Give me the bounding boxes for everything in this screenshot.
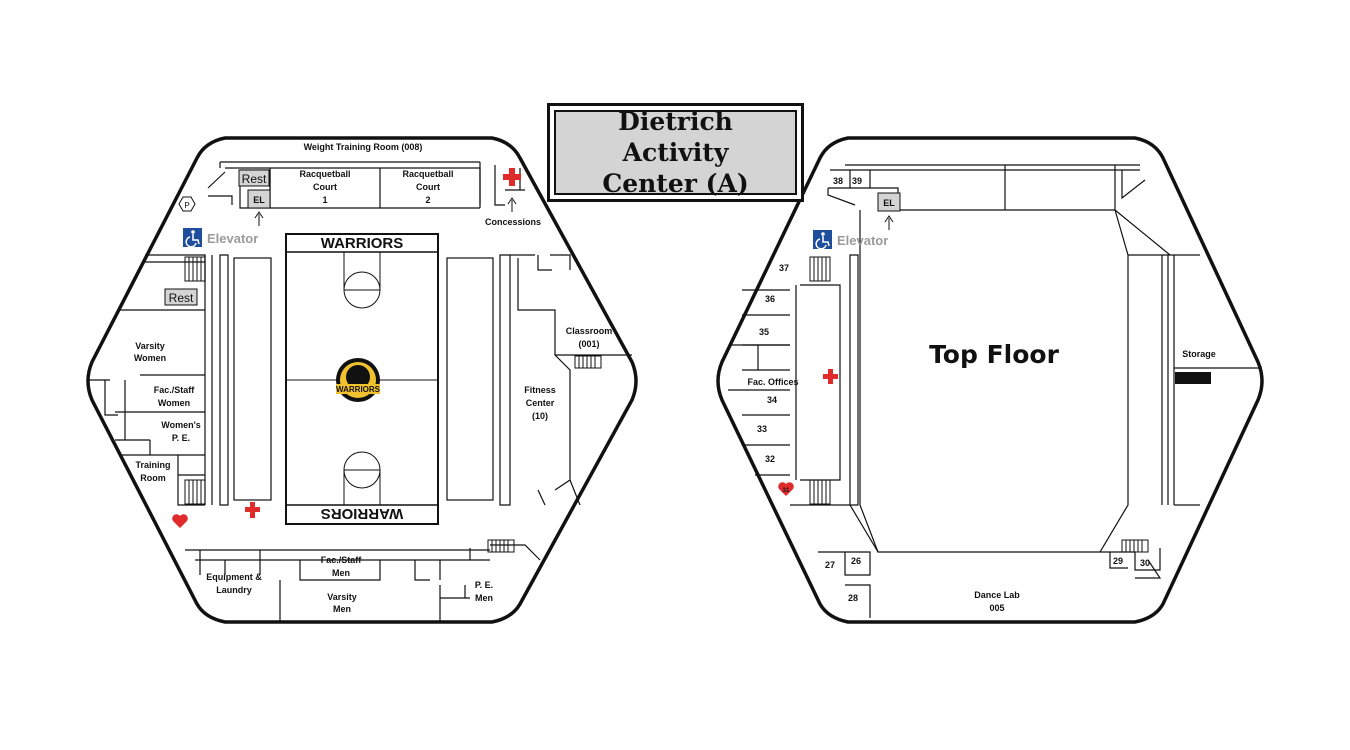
first-aid-icon <box>245 502 260 518</box>
map-title-line-2: Center (A) <box>602 169 749 198</box>
training-room-label: Training <box>135 460 170 470</box>
fac-offices-label: Fac. Offices <box>747 377 798 387</box>
room-32: 32 <box>765 454 775 464</box>
elevator-box: EL <box>247 189 271 209</box>
aed-heart-icon: 31 <box>778 482 794 496</box>
first-aid-icon <box>823 369 838 384</box>
el-label: EL <box>883 198 895 208</box>
svg-text:P: P <box>184 201 189 210</box>
classroom-label: (001) <box>578 339 599 349</box>
aed-heart-icon <box>172 514 188 528</box>
room-29: 29 <box>1113 556 1123 566</box>
map-title: Dietrich Activity Center (A) <box>566 106 786 199</box>
dance-lab-label: Dance Lab <box>974 590 1020 600</box>
arrow-up-icon <box>507 197 517 212</box>
room-33: 33 <box>757 424 767 434</box>
fac-staff-women-label: Fac./Staff <box>154 385 196 395</box>
elevator-label: Elevator <box>837 233 888 248</box>
pe-men-label: Men <box>475 593 493 603</box>
room-39: 39 <box>852 176 862 186</box>
womens-pe-label: P. E. <box>172 433 190 443</box>
varsity-men-label: Varsity <box>327 592 357 602</box>
room-28: 28 <box>848 593 858 603</box>
svg-text:31: 31 <box>783 488 790 494</box>
equipment-laundry-label: Equipment & <box>206 572 262 582</box>
elevator-box: EL <box>877 192 901 212</box>
racquetball-2-label: Racquetball <box>402 169 453 179</box>
womens-pe-label: Women's <box>161 420 200 430</box>
weight-training-label: Weight Training Room (008) <box>304 142 423 152</box>
racquetball-2-label: Court <box>416 182 440 192</box>
room-35: 35 <box>759 327 769 337</box>
parking-icon: P <box>178 196 196 212</box>
fitness-center-label: Center <box>526 398 555 408</box>
court-label-bottom: WARRIORS <box>321 505 404 522</box>
classroom-label: Classroom <box>566 326 613 336</box>
training-room-label: Room <box>140 473 166 483</box>
top-floor-plan: EL Elevator 31 Top Floor 38 39 37 36 35 … <box>716 136 1264 624</box>
racquetball-1-label: 1 <box>322 195 327 205</box>
rest-top-label: Rest <box>242 172 267 186</box>
arrow-up-icon <box>884 215 894 230</box>
logo-text: WARRIORS <box>336 385 381 394</box>
fitness-center-label: (10) <box>532 411 548 421</box>
warriors-logo: WARRIORS <box>336 358 381 402</box>
storage-label: Storage <box>1182 349 1216 359</box>
racquetball-1-label: Court <box>313 182 337 192</box>
room-27: 27 <box>825 560 835 570</box>
room-30: 30 <box>1140 558 1150 568</box>
room-36: 36 <box>765 294 775 304</box>
top-floor-heading: Top Floor <box>929 340 1060 369</box>
dance-lab-label: 005 <box>989 603 1004 613</box>
equipment-laundry-label: Laundry <box>216 585 252 595</box>
fac-staff-women-label: Women <box>158 398 190 408</box>
basketball-court: WARRIORS WARRIORS WARRIORS <box>285 233 439 525</box>
room-26: 26 <box>851 556 861 566</box>
racquetball-1-label: Racquetball <box>299 169 350 179</box>
first-aid-icon <box>503 168 521 186</box>
arrow-up-icon <box>254 211 264 226</box>
map-title-inner: Dietrich Activity Center (A) <box>554 107 797 198</box>
top-floor-outline <box>716 136 1264 624</box>
fitness-center-label: Fitness <box>524 385 556 395</box>
varsity-women-label: Women <box>134 353 166 363</box>
ground-floor-plan: WARRIORS WARRIORS WARRIORS Rest EL P Res… <box>86 136 638 624</box>
racquetball-2-label: 2 <box>425 195 430 205</box>
accessible-elevator-sign: Elevator <box>813 230 888 250</box>
rest-top-box: Rest <box>238 169 270 187</box>
accessible-elevator-sign: Elevator <box>183 228 258 248</box>
elevator-label: Elevator <box>207 231 258 246</box>
varsity-women-label: Varsity <box>135 341 165 351</box>
varsity-men-label: Men <box>333 604 351 614</box>
fac-staff-men-label: Fac./Staff <box>321 555 363 565</box>
rest-left-label: Rest <box>169 291 194 305</box>
rest-left-box: Rest <box>164 288 198 306</box>
map-title-line-1: Dietrich Activity <box>618 107 733 167</box>
fac-staff-men-label: Men <box>332 568 350 578</box>
court-label-top: WARRIORS <box>321 235 404 252</box>
room-38: 38 <box>833 176 843 186</box>
room-37: 37 <box>779 263 789 273</box>
pe-men-label: P. E. <box>475 580 493 590</box>
room-34: 34 <box>767 395 777 405</box>
concessions-label: Concessions <box>485 217 541 227</box>
map-title-box: Dietrich Activity Center (A) <box>547 103 804 202</box>
el-label: EL <box>253 195 265 205</box>
